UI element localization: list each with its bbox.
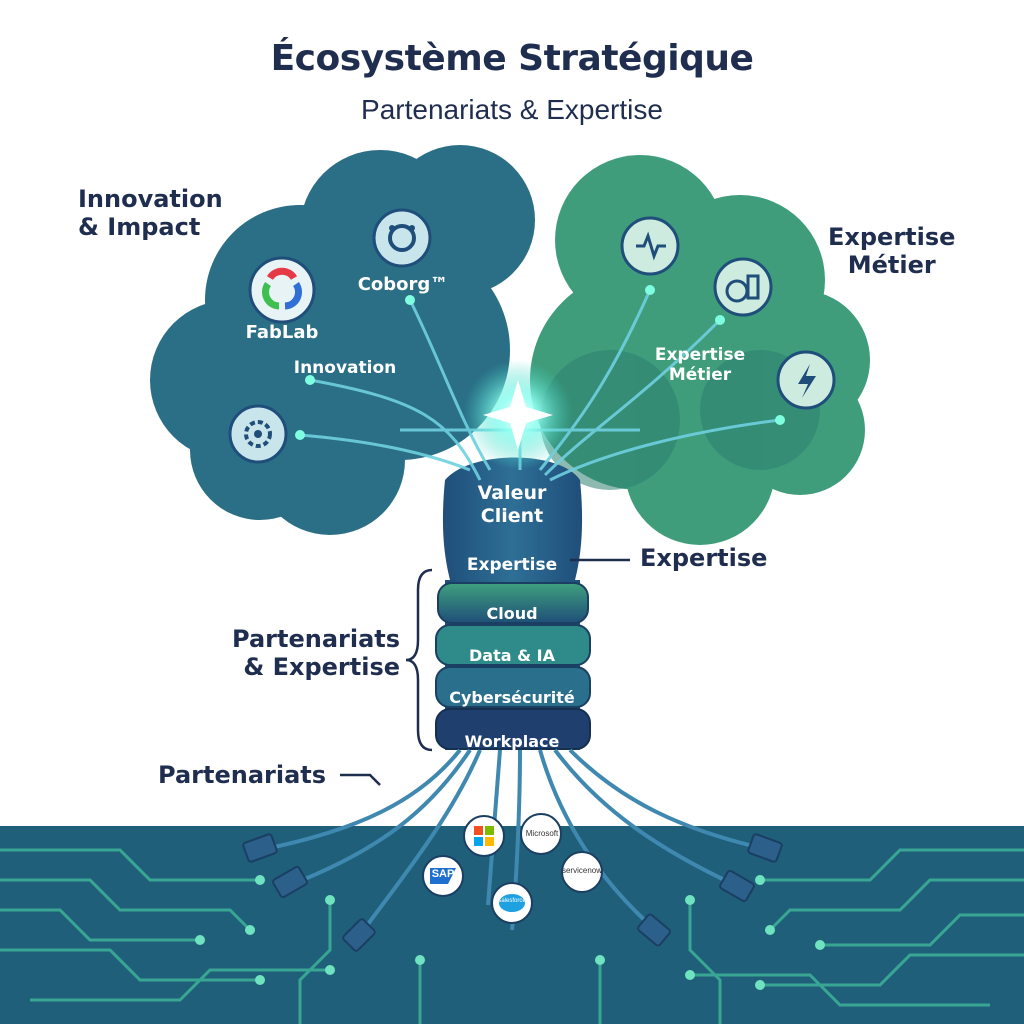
cable-nodes bbox=[295, 285, 785, 440]
microsoft-text-logo bbox=[520, 813, 562, 855]
page-subtitle: Partenariats & Expertise bbox=[361, 94, 663, 125]
fablab-logo-icon bbox=[248, 256, 316, 324]
gear-bulb-icon bbox=[228, 404, 288, 464]
circuit-board-ground bbox=[0, 826, 1024, 1024]
label-innovation: Innovation bbox=[293, 358, 397, 378]
label-coborg: Coborg™ bbox=[357, 274, 449, 295]
microsoft-logo-text: Microsoft bbox=[525, 829, 559, 838]
canopy-left bbox=[150, 145, 535, 535]
trunk-rings bbox=[435, 582, 591, 750]
ring-cybersecurite: Cybersécurité bbox=[449, 688, 575, 707]
ring-workplace: Workplace bbox=[464, 732, 560, 751]
label-partenariats: Partenariats bbox=[158, 761, 327, 789]
label-expertise-metier: Expertise Métier bbox=[828, 223, 956, 279]
label-fablab: FabLab bbox=[245, 322, 319, 343]
glow-star-icon bbox=[463, 360, 573, 470]
microsoft-logo bbox=[463, 815, 505, 857]
ring-cloud: Cloud bbox=[486, 604, 538, 623]
label-canopy-expertise-metier: Expertise Métier bbox=[654, 345, 746, 386]
label-valeur-client: Valeur Client bbox=[477, 482, 547, 527]
lightning-icon bbox=[776, 350, 836, 410]
usb-plug-icon bbox=[242, 833, 783, 952]
heart-pulse-icon bbox=[620, 216, 680, 276]
sap-logo-text: SAP bbox=[431, 868, 455, 880]
label-partenariats-expertise: Partenariats & Expertise bbox=[232, 625, 401, 681]
page-title: Écosystème Stratégique bbox=[270, 38, 754, 79]
coborg-icon bbox=[372, 208, 432, 268]
servicenow-logo bbox=[561, 851, 603, 893]
ring-expertise: Expertise bbox=[466, 555, 558, 575]
salesforce-logo-text: salesforce bbox=[498, 898, 526, 904]
label-expertise: Expertise bbox=[640, 544, 768, 572]
trunk bbox=[442, 457, 583, 580]
label-innovation-impact: Innovation & Impact bbox=[78, 185, 223, 241]
servicenow-logo-text: servicenow bbox=[561, 866, 602, 875]
coins-icon bbox=[713, 257, 773, 317]
ring-data-ia: Data & IA bbox=[469, 646, 555, 665]
bracket bbox=[405, 568, 433, 752]
